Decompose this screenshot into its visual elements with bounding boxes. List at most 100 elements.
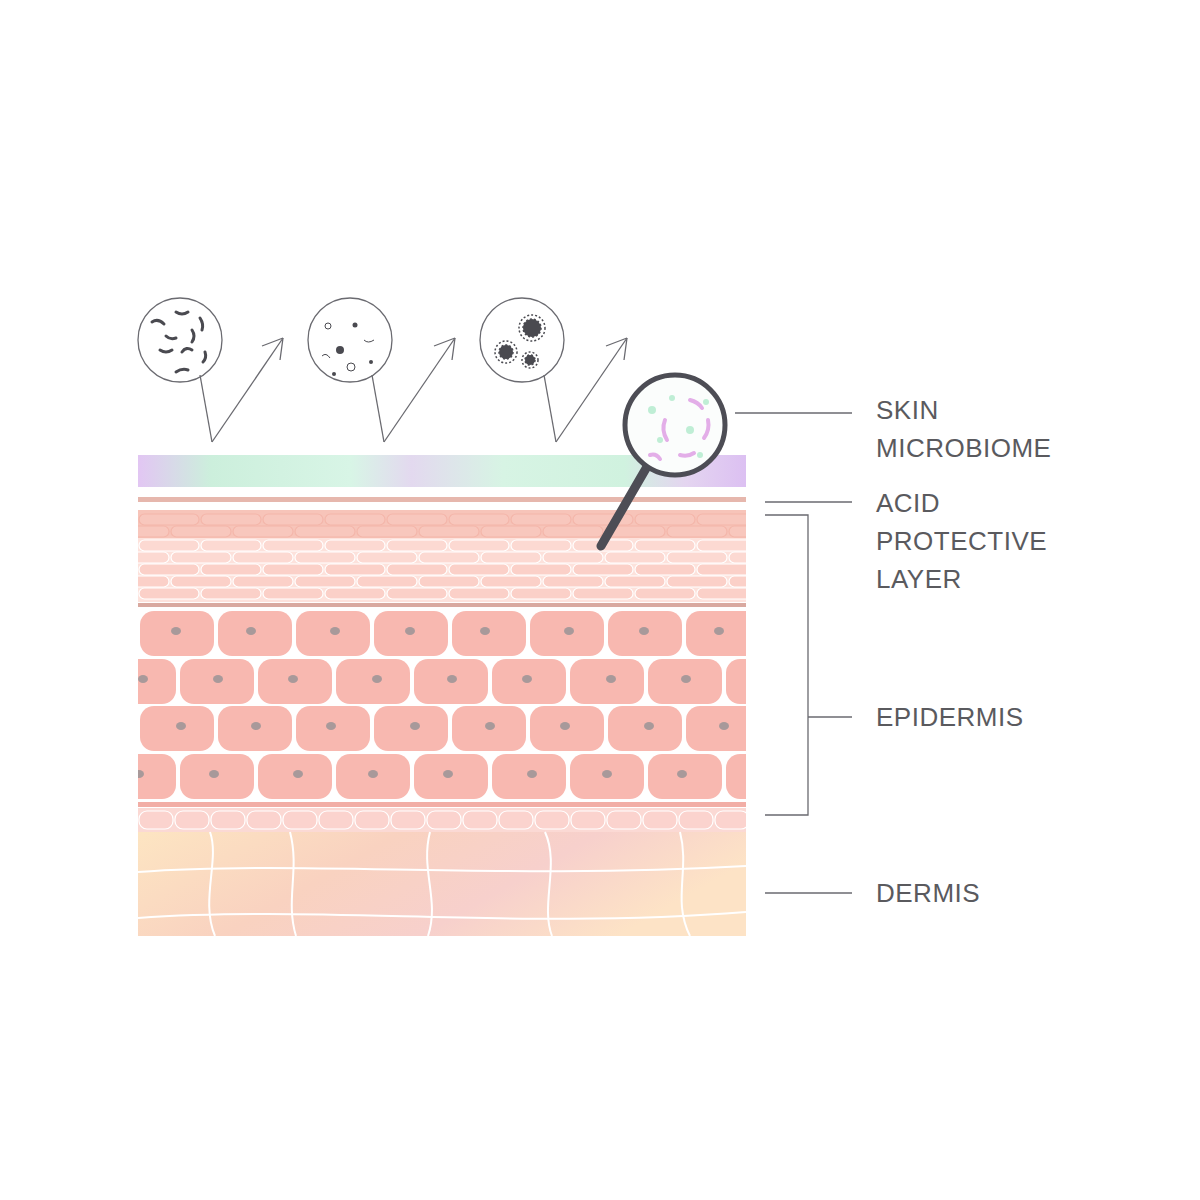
cell-nucleus (326, 722, 336, 730)
flat-cell (325, 564, 385, 575)
epidermis-cell (452, 706, 526, 751)
flat-cell (357, 576, 417, 587)
microbe-icons (138, 298, 627, 442)
flat-cell (201, 588, 261, 599)
flat-cell (263, 514, 323, 525)
cell-nucleus (480, 627, 490, 635)
epidermis-cell (414, 659, 488, 704)
cell-nucleus (213, 675, 223, 683)
cell-nucleus (410, 722, 420, 730)
epidermis-cell (530, 611, 604, 656)
epidermis-cell (570, 754, 644, 799)
cell-nucleus (209, 770, 219, 778)
flat-cell (138, 576, 169, 587)
flat-cell (573, 564, 633, 575)
flat-cell (697, 540, 746, 551)
flat-cell (419, 552, 479, 563)
flat-cell (325, 540, 385, 551)
basal-cell (499, 811, 533, 829)
epidermis-cell (374, 706, 448, 751)
flat-cell (667, 552, 727, 563)
epidermis-cell (218, 706, 292, 751)
flat-cell (667, 526, 727, 537)
flat-cell (233, 552, 293, 563)
flat-cell (697, 514, 746, 525)
cell-nucleus (714, 627, 724, 635)
epidermis-cell (138, 754, 176, 799)
flat-cell (171, 576, 231, 587)
cell-nucleus (644, 722, 654, 730)
flat-cell (295, 576, 355, 587)
flat-cell (171, 526, 231, 537)
flat-cell (667, 576, 727, 587)
flat-cell (325, 588, 385, 599)
cell-nucleus (372, 675, 382, 683)
cell-nucleus (677, 770, 687, 778)
dermis-block (138, 832, 746, 936)
flat-cell (201, 564, 261, 575)
cell-nucleus (639, 627, 649, 635)
flat-cell (138, 526, 169, 537)
epidermis-cell (180, 659, 254, 704)
flat-cell (481, 576, 541, 587)
basal-cell (715, 811, 746, 829)
leader-lines (735, 413, 852, 893)
epidermis-cell (492, 659, 566, 704)
corneum-top (138, 510, 746, 538)
flat-cell (697, 564, 746, 575)
flat-cell (387, 514, 447, 525)
flat-cell (419, 576, 479, 587)
cell-nucleus (138, 675, 148, 683)
cell-nucleus (405, 627, 415, 635)
epidermis-cell (258, 754, 332, 799)
basal-cell (319, 811, 353, 829)
epidermis-cell (648, 659, 722, 704)
flat-cell (449, 564, 509, 575)
basal-cell (463, 811, 497, 829)
flat-cell (729, 552, 746, 563)
cell-nucleus (330, 627, 340, 635)
flat-cell (295, 552, 355, 563)
cell-nucleus (602, 770, 612, 778)
epidermis-cell (258, 659, 332, 704)
layer-label: DERMIS (876, 874, 1076, 912)
flat-cell (419, 526, 479, 537)
flat-cell (605, 576, 665, 587)
flat-cell (511, 588, 571, 599)
basal-cell (283, 811, 317, 829)
flat-cell (171, 552, 231, 563)
epidermis-cell (452, 611, 526, 656)
cell-nucleus (246, 627, 256, 635)
skin-layers (138, 455, 746, 936)
flat-cell (635, 540, 695, 551)
flat-cell (605, 552, 665, 563)
epidermis-cell (492, 754, 566, 799)
epidermis-cell (686, 611, 746, 656)
epidermis-cell (414, 754, 488, 799)
flat-cell (357, 552, 417, 563)
epidermis-cell (374, 611, 448, 656)
basal-cell (139, 811, 173, 829)
bacteria-rods (152, 312, 206, 372)
layer-line (138, 603, 746, 607)
flat-cell (543, 552, 603, 563)
epidermis-cell (180, 754, 254, 799)
epidermis-cell (218, 611, 292, 656)
flat-cell (263, 588, 323, 599)
flat-cell (139, 588, 199, 599)
flat-cell (511, 514, 571, 525)
flat-cell (263, 564, 323, 575)
epidermis-cell (336, 659, 410, 704)
flat-cell (387, 540, 447, 551)
flat-cell (387, 588, 447, 599)
basal-cell (679, 811, 713, 829)
viruses (495, 315, 545, 368)
epidermis-cell (530, 706, 604, 751)
flat-cell (697, 588, 746, 599)
basal-layer (138, 808, 746, 832)
cell-nucleus (368, 770, 378, 778)
flat-cell (543, 526, 603, 537)
flat-cell (449, 540, 509, 551)
flat-cell (449, 588, 509, 599)
epidermis-cell (726, 659, 746, 704)
